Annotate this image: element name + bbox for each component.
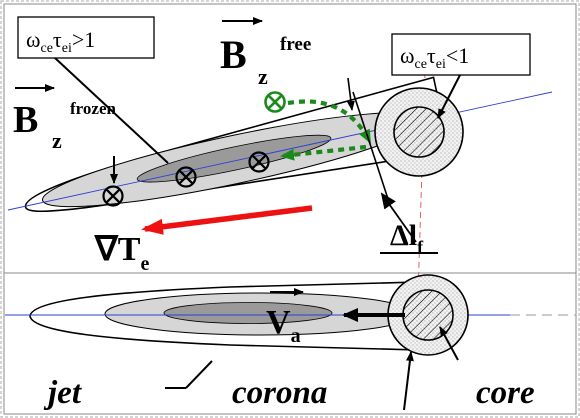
tau-subscript: ei xyxy=(62,41,72,56)
svg-text:ωceτei>1: ωceτei>1 xyxy=(26,27,95,56)
omega-tau-less-box: ωceτei<1 xyxy=(391,33,531,76)
svg-text:∇Te: ∇Te xyxy=(94,231,149,275)
top-panel: ωceτei>1 ωceτei<1 B z frozen B z free xyxy=(3,3,577,296)
omega-symbol: ω xyxy=(26,27,40,52)
b-letter: B xyxy=(220,32,247,77)
cross-circle-icon xyxy=(175,166,197,188)
nabla-symbol: ∇ xyxy=(94,231,119,268)
front-boundary-line xyxy=(352,91,391,206)
b-superscript: free xyxy=(280,34,311,55)
relation: >1 xyxy=(72,27,95,52)
b-subscript: z xyxy=(52,128,62,153)
relation: <1 xyxy=(446,43,469,68)
svg-text:ωceτei<1: ωceτei<1 xyxy=(400,43,469,72)
v-letter: V xyxy=(266,304,291,341)
jet-pointer-arrow xyxy=(185,360,213,389)
bottom-panel-border xyxy=(3,272,577,415)
green-dotted-arrow-lower xyxy=(280,144,367,161)
tau-symbol: τ xyxy=(427,43,436,68)
front-boundary-tick xyxy=(346,77,355,111)
green-dotted-arrow-upper xyxy=(287,99,372,144)
tau-subscript: ei xyxy=(436,57,446,72)
temperature-gradient-arrow xyxy=(141,205,313,235)
svg-text:Δlf: Δlf xyxy=(390,219,424,257)
corona-pointer-arrow xyxy=(403,351,414,411)
jet-inner-bottom xyxy=(163,302,333,324)
field-into-page-symbols xyxy=(102,151,270,207)
va-label: Va xyxy=(266,288,304,347)
corona-label: corona xyxy=(232,375,327,411)
delta-lf-label: Δlf xyxy=(390,219,424,257)
v-subscript: a xyxy=(291,325,301,347)
jet-label: jet xyxy=(43,375,82,411)
t-letter: T xyxy=(118,231,141,268)
omega-subscript: ce xyxy=(414,57,426,72)
jet-axis-top xyxy=(7,91,553,211)
callout-line-right xyxy=(437,74,461,119)
b-frozen-label: B z frozen xyxy=(13,84,116,153)
bottom-panel: Va jet corona core xyxy=(3,272,577,415)
tau-symbol: τ xyxy=(53,27,62,52)
core-pointer-arrow xyxy=(439,326,459,361)
delta-l-subscript: f xyxy=(417,237,424,257)
b-superscript: frozen xyxy=(70,99,116,118)
core-top xyxy=(393,106,445,158)
grad-te-label: ∇Te xyxy=(94,231,149,275)
b-free-label: B z free xyxy=(220,17,311,89)
callout-line-left xyxy=(54,57,169,164)
omega-tau-greater-box: ωceτei>1 xyxy=(17,16,155,59)
green-cross-circle-icon xyxy=(264,91,286,113)
cross-circle-icon xyxy=(102,185,124,207)
cross-circle-icon xyxy=(248,151,270,173)
jet-inner xyxy=(136,134,332,183)
t-subscript: e xyxy=(140,253,149,275)
svg-text:Va: Va xyxy=(266,304,301,347)
delta-l-text: Δl xyxy=(390,219,417,252)
omega-symbol: ω xyxy=(400,43,414,68)
core-label: core xyxy=(476,375,535,411)
core-bottom xyxy=(402,289,454,341)
omega-subscript: ce xyxy=(40,41,52,56)
delta-lf-pointer xyxy=(380,192,417,243)
b-subscript: z xyxy=(258,64,268,89)
b-letter: B xyxy=(13,99,38,141)
